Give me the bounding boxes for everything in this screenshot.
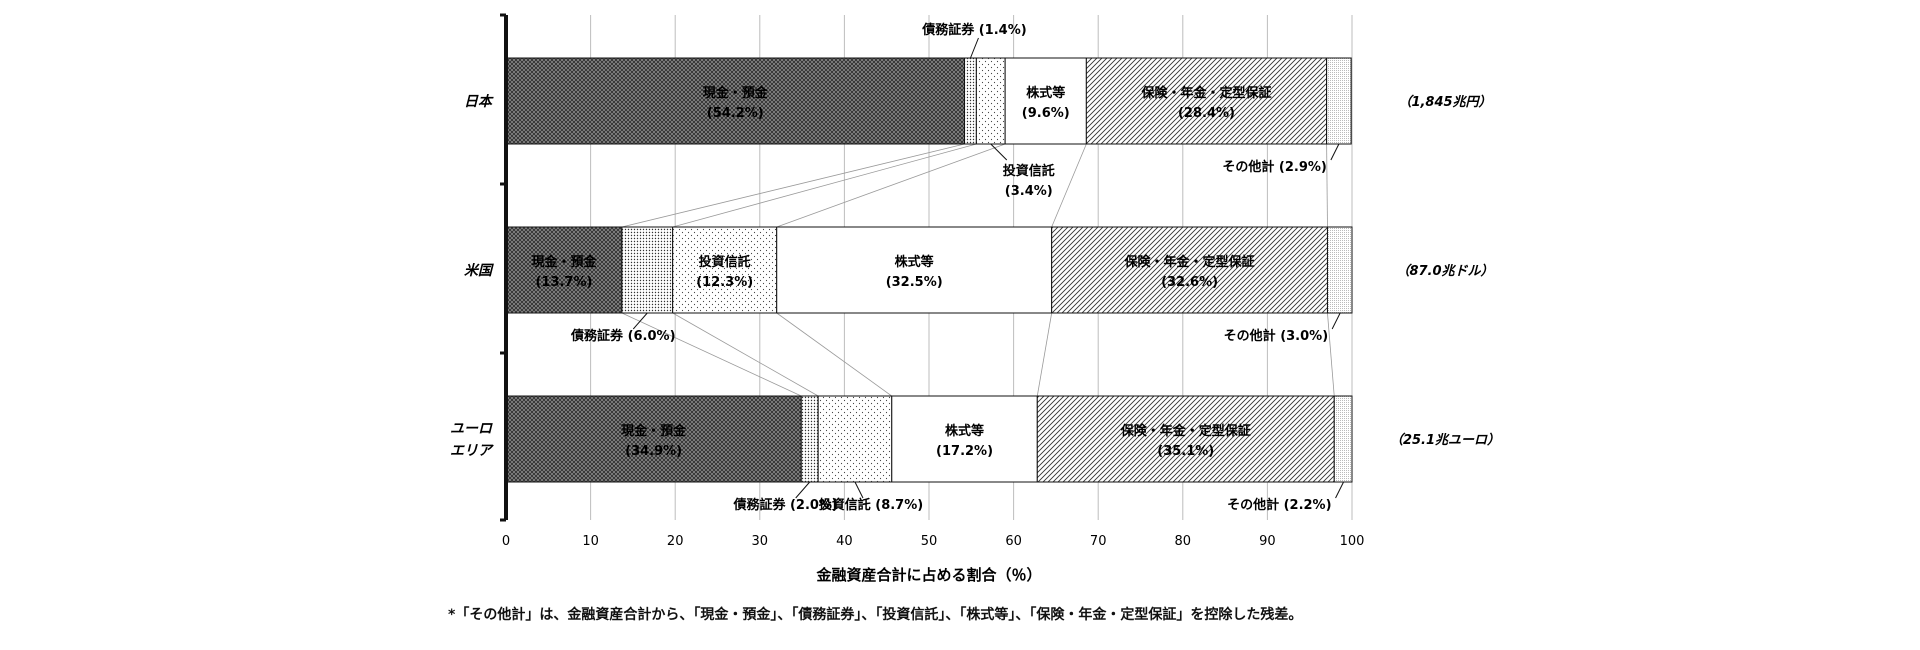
segment-label: 現金・預金 [531, 254, 597, 270]
bar-segment [505, 226, 623, 314]
callout-label: その他計 (3.0%) [1224, 328, 1328, 344]
segment-label: 保険・年金・定型保証 [1124, 254, 1255, 270]
region-label: 米国 [464, 262, 494, 279]
connector-line [672, 143, 977, 228]
x-tick-label: 30 [752, 534, 769, 549]
x-tick-label: 20 [667, 534, 684, 549]
segment-value: (9.6%) [1022, 106, 1070, 121]
connector-line [1051, 143, 1087, 228]
segment-value: (12.3%) [696, 275, 753, 290]
segment-label: 保険・年金・定型保証 [1120, 423, 1251, 439]
x-tick-label: 60 [1005, 534, 1022, 549]
segment-value: (32.6%) [1161, 275, 1218, 290]
segment-label: 現金・預金 [703, 85, 769, 101]
segment-value: (32.5%) [886, 275, 943, 290]
x-tick-label: 100 [1340, 534, 1365, 549]
callout-label: 債務証券 (6.0%) [570, 328, 675, 344]
callout-leader [795, 481, 811, 499]
callout-value: (3.4%) [1005, 184, 1053, 199]
segment-label: 株式等 [945, 423, 984, 439]
bars [505, 57, 1353, 483]
connector-line [776, 312, 893, 397]
segment-value: (35.1%) [1157, 444, 1214, 459]
bar-segment [975, 57, 1006, 145]
callout-leader [632, 312, 648, 330]
axis: 0 10 20 30 40 50 60 70 80 90 100 金融資産合計に占める割合（％） [500, 13, 1365, 584]
segment-label: 株式等 [895, 254, 934, 270]
segment-value: (34.9%) [625, 444, 682, 459]
connector-line [1036, 312, 1053, 397]
x-tick-label: 90 [1259, 534, 1276, 549]
x-axis-label: 金融資産合計に占める割合（％） [815, 566, 1041, 584]
stacked-bar-chart: 0 10 20 30 40 50 60 70 80 90 100 金融資産合計に占める割合（％） 日本… [450, 13, 1500, 584]
bar-segment [672, 226, 778, 314]
callout-leader [1330, 143, 1340, 161]
total-label: （25.1兆ユーロ） [1390, 432, 1500, 448]
bar-segment [1326, 226, 1353, 314]
footnote: *「その他計」は、金融資産合計から、「現金・預金」、「債務証券」、「投資信託」、… [448, 607, 1303, 623]
callout-label: 債務証券 (1.4%) [921, 22, 1026, 38]
segment-label: 投資信託 [699, 254, 751, 270]
connector-line [672, 312, 819, 397]
bar-segment [505, 395, 802, 483]
bar-segment [1004, 57, 1087, 145]
bar-segment [1051, 226, 1328, 314]
connector-line [621, 143, 965, 228]
connector-line [1327, 312, 1335, 397]
connector-line [621, 312, 802, 397]
segment-label: 現金・預金 [621, 423, 687, 439]
bar-segment [817, 395, 893, 483]
connector-line [776, 143, 1006, 228]
callout-label: 債務証券 (2.0%) [732, 497, 837, 513]
segment-value: (17.2%) [936, 444, 993, 459]
bar-segment [1333, 395, 1353, 483]
callout-label: 投資信託 [1003, 163, 1055, 179]
callout-leader [1335, 481, 1344, 499]
callout-leader [969, 37, 979, 59]
region-label: ユーロ [450, 421, 493, 437]
x-tick-label: 0 [502, 534, 510, 549]
bar-segment [505, 57, 966, 145]
x-tick-label: 50 [921, 534, 938, 549]
bar-segment [776, 226, 1053, 314]
callout-leader [1331, 312, 1341, 330]
connector-line [1326, 143, 1328, 228]
bar-segment [800, 395, 819, 483]
x-tick-label: 70 [1090, 534, 1107, 549]
callout-label: その他計 (2.2%) [1227, 497, 1331, 513]
bar-segment [1036, 395, 1335, 483]
segment-value: (28.4%) [1178, 106, 1235, 121]
x-tick-label: 40 [836, 534, 853, 549]
bar-segment [1085, 57, 1328, 145]
bar-segment [964, 57, 977, 145]
callout-label: その他計 (2.9%) [1222, 159, 1326, 175]
x-tick-label: 80 [1175, 534, 1192, 549]
region-label: エリア [450, 443, 494, 459]
bar-segment [621, 226, 674, 314]
region-label: 日本 [464, 93, 494, 110]
total-label: （87.0兆ドル） [1396, 263, 1493, 279]
segment-label: 株式等 [1026, 85, 1065, 101]
callout-leader [990, 143, 1008, 161]
callout-leader [854, 481, 864, 499]
segment-value: (13.7%) [535, 275, 592, 290]
segment-value: (54.2%) [707, 106, 764, 121]
connector-lines [621, 143, 1335, 397]
total-label: （1,845兆円） [1398, 94, 1491, 110]
callout-label: 投資信託 (8.7%) [819, 497, 923, 513]
bar-segment [1326, 57, 1352, 145]
segment-label: 保険・年金・定型保証 [1140, 85, 1271, 101]
bar-segment [891, 395, 1038, 483]
x-tick-label: 10 [582, 534, 599, 549]
